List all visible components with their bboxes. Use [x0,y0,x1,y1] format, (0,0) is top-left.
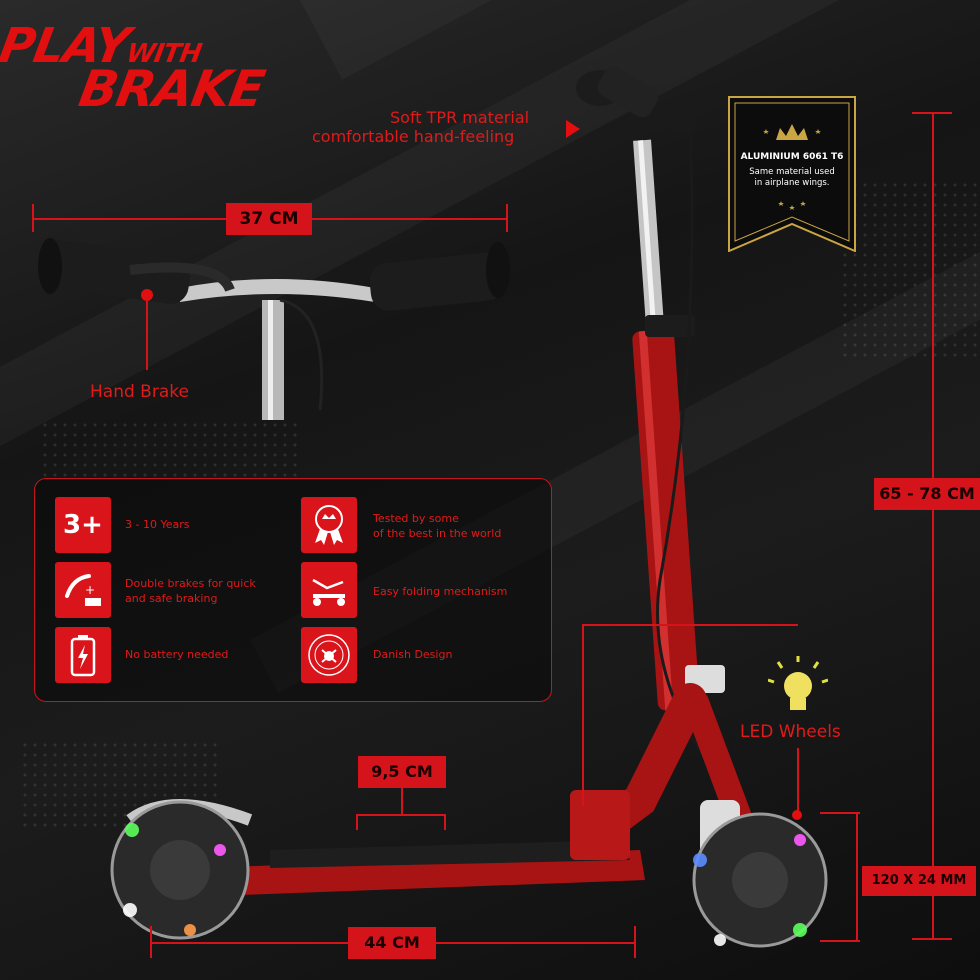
badge-line3: in airplane wings. [754,178,830,188]
feature-folding: Easy folding mechanism [373,585,508,598]
deck-length-label: 44 CM [348,927,436,959]
feature-battery: No battery needed [125,648,229,661]
folding-scooter-icon [301,562,357,618]
grip-callout-line1: Soft TPR material [390,108,530,127]
aluminium-badge: ALUMINIUM 6061 T6 Same material used in … [728,96,856,252]
wheel-size-label: 120 X 24 MM [862,866,976,896]
deck-height-label: 9,5 CM [358,756,446,788]
grip-callout-line2: comfortable hand-feeling [312,127,515,146]
scooter-image [110,66,828,948]
badge-title: ALUMINIUM 6061 T6 [740,152,844,162]
brake-icon: + [55,562,111,618]
danish-design-seal-icon [301,627,357,683]
led-wheels-label: LED Wheels [740,722,841,742]
handlebar-closeup-image [38,238,510,420]
svg-text:+: + [85,583,95,597]
age-icon: 3+ [55,497,111,553]
handlebar-width-label: 37 CM [226,203,312,235]
arrow-right-icon [566,120,580,138]
crown-icon [763,124,821,210]
feature-age: 3 - 10 Years [125,518,190,531]
feature-danish: Danish Design [373,648,453,661]
badge-line2: Same material used [749,167,835,177]
height-range-label: 65 - 78 CM [874,478,980,510]
led-bulb-icon [768,656,828,710]
award-ribbon-icon [301,497,357,553]
battery-icon [55,627,111,683]
hand-brake-label: Hand Brake [90,382,189,402]
